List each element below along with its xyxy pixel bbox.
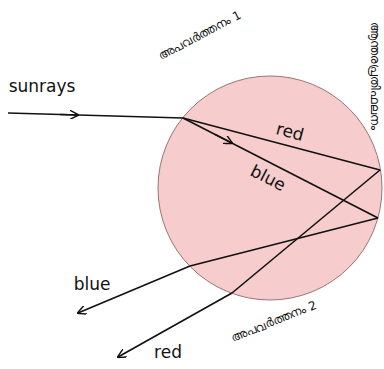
red-ray — [232, 170, 380, 293]
red-ray — [183, 118, 380, 170]
blue-ray — [183, 118, 378, 218]
sun-ray — [8, 113, 183, 118]
ray-label: sunrays — [9, 77, 76, 96]
blue-ray — [190, 218, 378, 266]
process-label: ആന്തരപ്രതിഫലനം — [367, 22, 380, 130]
colour-label: red — [154, 343, 182, 362]
colour-label: red — [274, 119, 306, 144]
ray-arrow — [215, 134, 232, 143]
process-label: അപവർത്തനം 2 — [229, 299, 319, 345]
water-drop — [158, 76, 382, 300]
colour-label: blue — [247, 161, 288, 194]
ray-arrow — [60, 114, 78, 116]
process-label: അപവർത്തനം 1 — [157, 9, 244, 64]
colour-label: blue — [74, 275, 111, 294]
